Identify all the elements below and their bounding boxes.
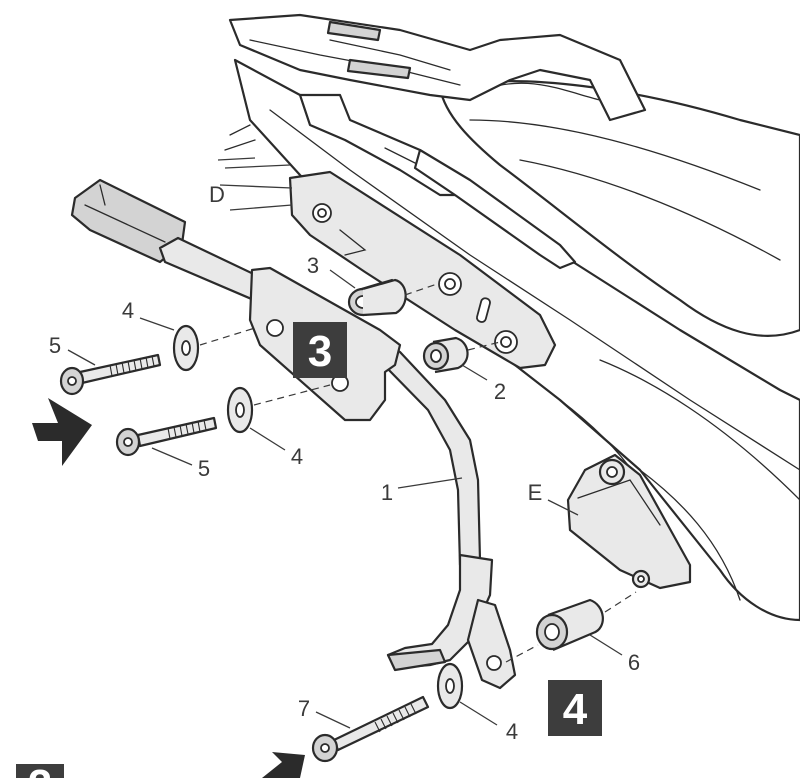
bolt-mid (115, 416, 218, 466)
label-part-6: 6 (628, 650, 640, 675)
washer-mid (226, 384, 331, 451)
spacer-part-6 (505, 591, 637, 663)
label-part-d: D (209, 182, 225, 207)
step-4-number: 4 (563, 685, 588, 734)
label-part-e: E (528, 480, 543, 505)
label-part-4-bottom: 4 (506, 719, 518, 744)
label-part-2: 2 (494, 379, 506, 404)
label-part-4-mid: 4 (291, 444, 303, 469)
label-part-1: 1 (381, 480, 393, 505)
spacer-part-3 (329, 269, 441, 317)
bolt-bottom (311, 695, 430, 763)
bolt-top (59, 349, 162, 396)
part-d-plate (217, 157, 557, 370)
step-badge-4: 4 (548, 680, 602, 736)
label-part-4-top: 4 (122, 298, 134, 323)
direction-arrow-bottom (262, 752, 305, 778)
label-part-5-mid: 5 (198, 456, 210, 481)
step-2-number: 2 (28, 761, 52, 778)
direction-arrow-left (32, 398, 92, 466)
label-part-5-top: 5 (49, 333, 61, 358)
spacer-part-2 (422, 336, 501, 381)
washer-top (139, 317, 256, 372)
washer-bottom (436, 662, 498, 726)
step-3-number: 3 (308, 327, 332, 376)
label-part-7: 7 (298, 696, 310, 721)
label-part-3: 3 (307, 253, 319, 278)
part-e-cover (547, 453, 692, 590)
step-badge-3: 3 (293, 322, 347, 378)
step-badge-2-partial: 2 (16, 761, 64, 783)
